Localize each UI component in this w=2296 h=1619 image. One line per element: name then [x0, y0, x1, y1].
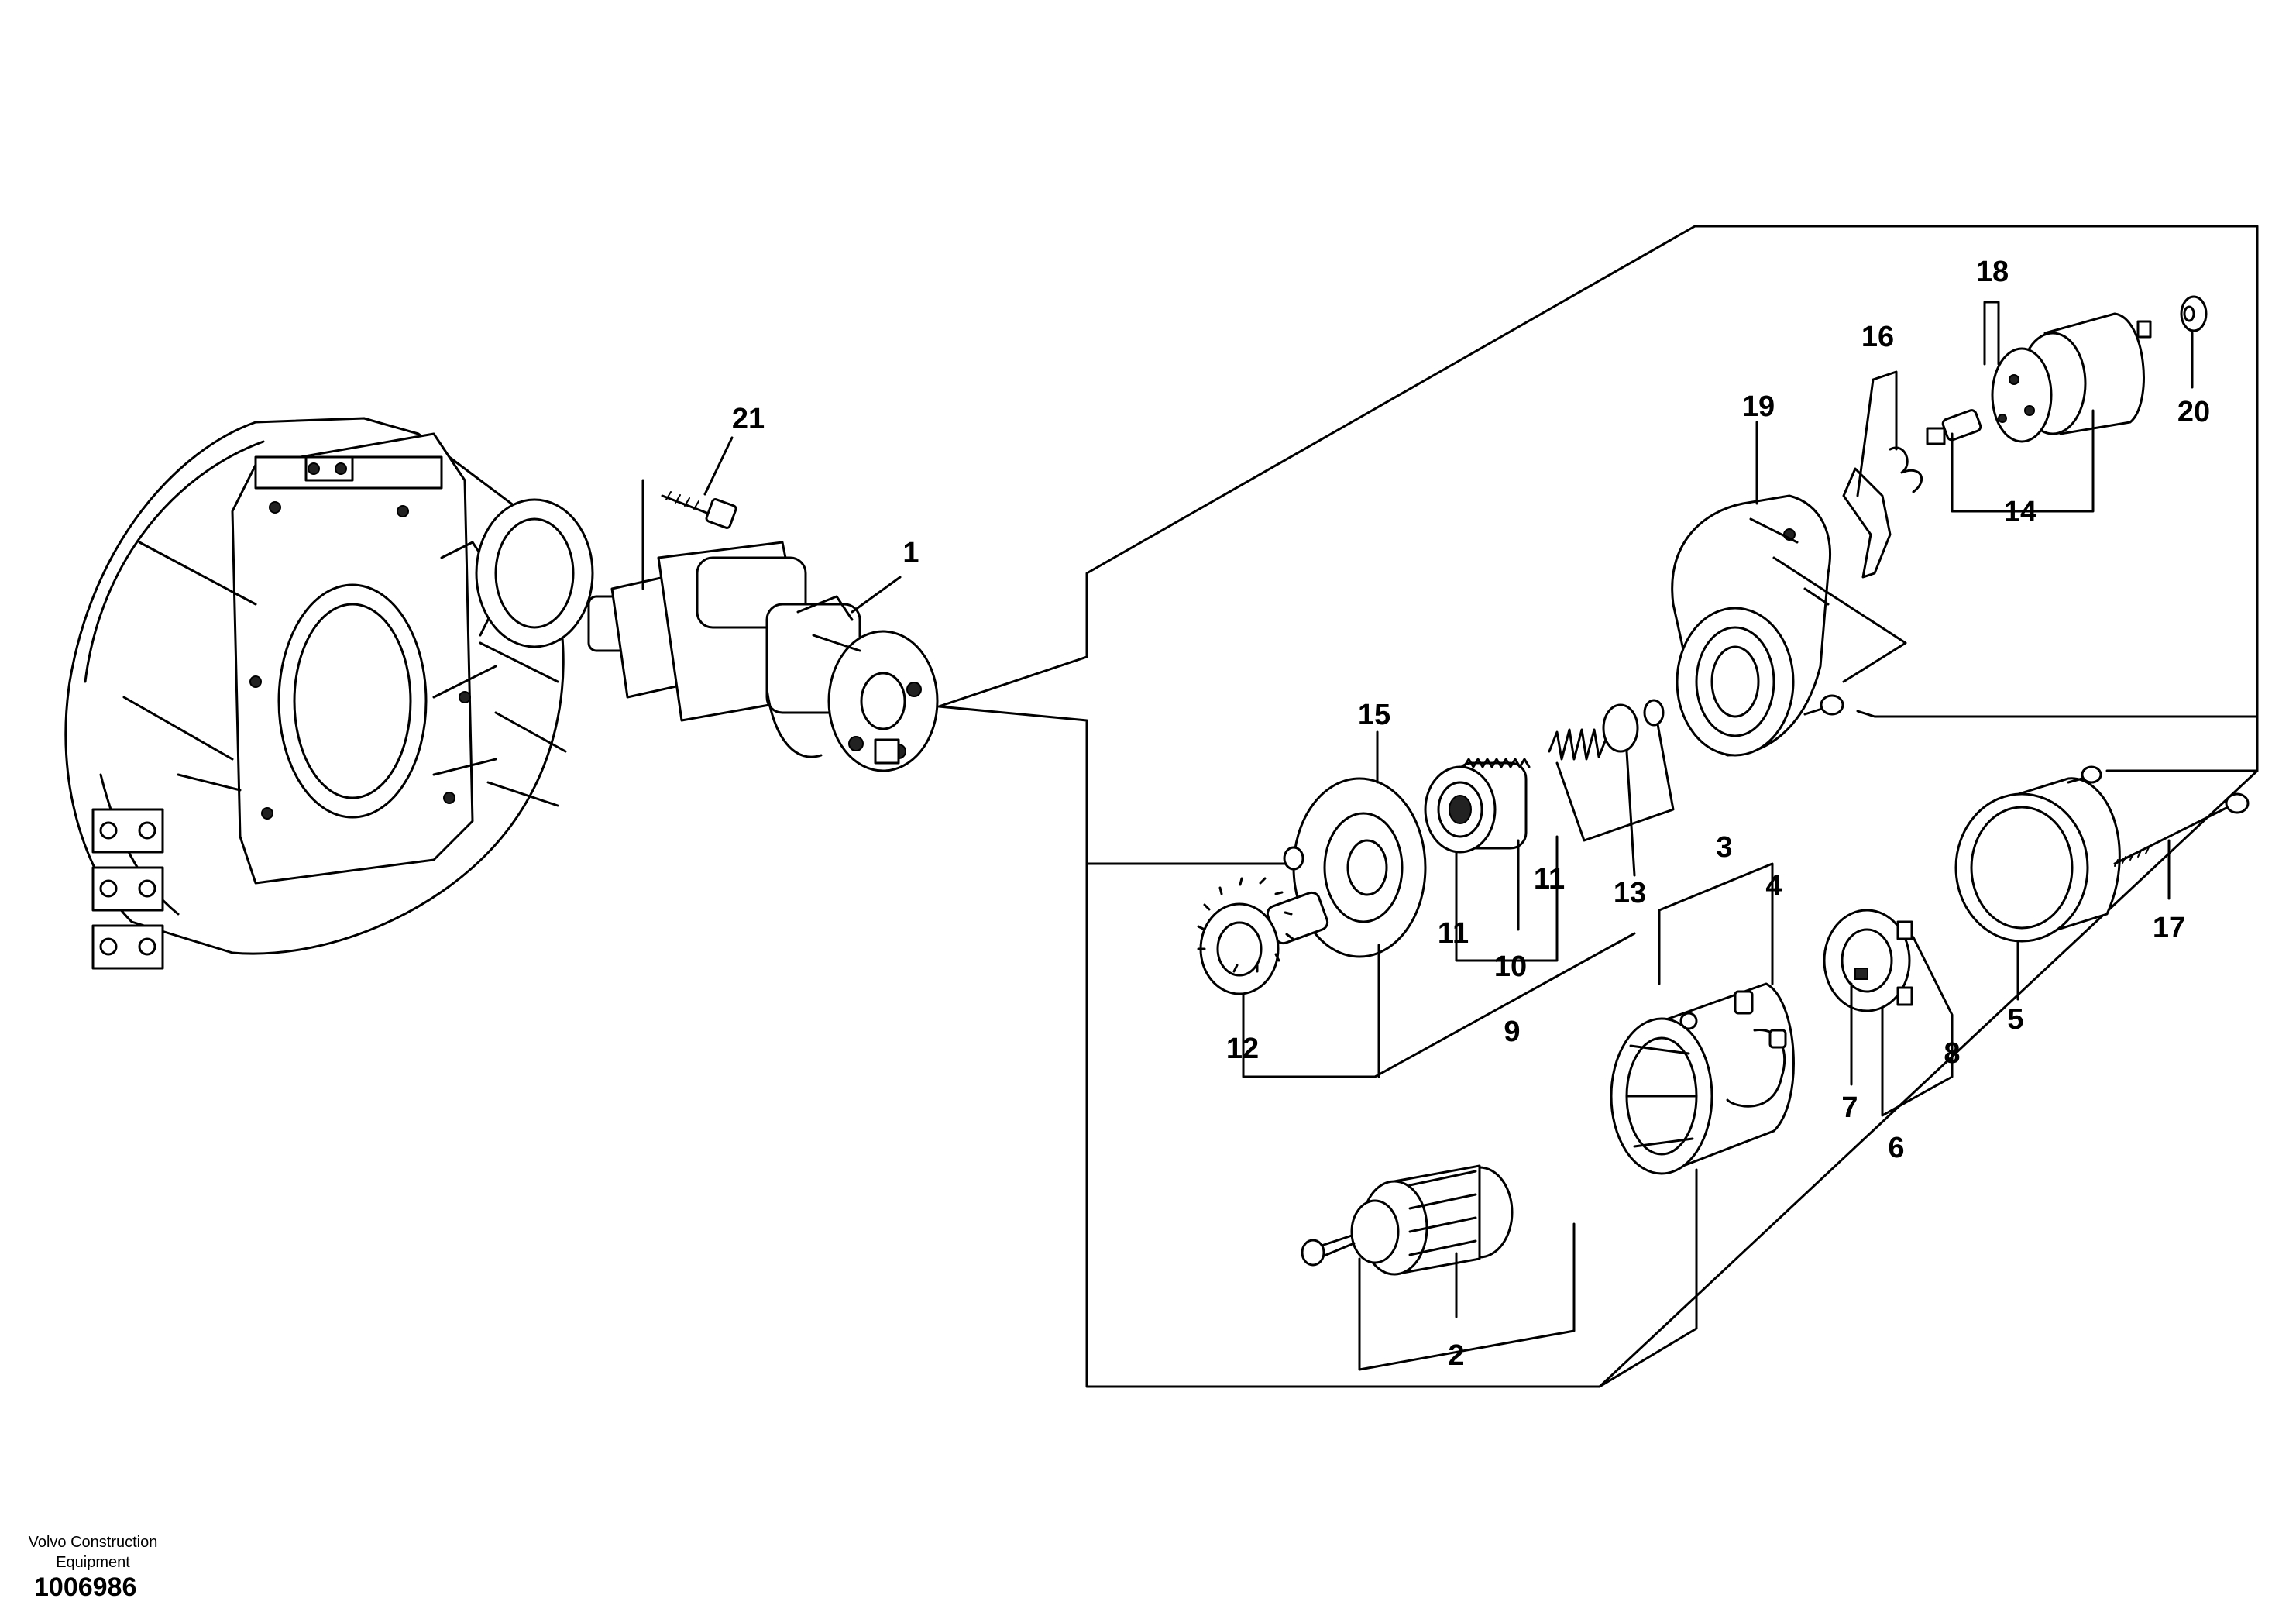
- callout-1: 1: [902, 537, 919, 569]
- callout-15: 15: [1358, 699, 1390, 731]
- brush-holder-6: [1823, 909, 1913, 1012]
- callout-5: 5: [2007, 1003, 2023, 1036]
- callout-3: 3: [1716, 831, 1732, 864]
- callout-10: 10: [1494, 950, 1527, 983]
- leader-1: [851, 576, 902, 614]
- company-name-line1: Volvo Construction: [28, 1534, 158, 1551]
- callout-20: 20: [2177, 396, 2210, 428]
- bolt-21: [661, 491, 737, 529]
- pinion-clutch-10: [1424, 758, 1531, 854]
- callout-9: 9: [1504, 1016, 1520, 1048]
- shift-lever-16: [1842, 446, 1923, 579]
- company-name: Volvo Construction Equipment: [8, 1532, 178, 1573]
- callout-12: 12: [1226, 1033, 1259, 1065]
- detail-view-frame: [937, 225, 2259, 1388]
- callout-18: 18: [1976, 256, 2009, 288]
- plate-15: [1283, 777, 1427, 958]
- callout-21: 21: [732, 403, 765, 435]
- yoke-3: [1610, 982, 1795, 1175]
- drive-housing-19: [1671, 494, 1832, 757]
- solenoid-switch-14: [1926, 312, 2152, 445]
- starter-motor-assembly: [587, 541, 939, 772]
- spring-13: [1548, 699, 1665, 761]
- callout-11-left: 11: [1438, 917, 1469, 950]
- callout-numbers: 1 21 18 16 20 19 14 15 11 13 11 10 9 12 …: [732, 256, 2210, 1372]
- leader-lines: [1085, 301, 2259, 1388]
- callout-4: 4: [1765, 870, 1782, 902]
- company-name-line2: Equipment: [56, 1554, 130, 1571]
- through-bolts-17: [2067, 765, 2250, 867]
- document-number: 1006986: [34, 1573, 137, 1602]
- flywheel-housing: [64, 417, 594, 970]
- callout-17: 17: [2153, 912, 2185, 944]
- armature-2: [1301, 1164, 1514, 1276]
- callout-16: 16: [1861, 321, 1894, 353]
- callout-13: 13: [1614, 877, 1646, 909]
- gear-shaft-12: [1197, 877, 1329, 995]
- bolt-small: [1803, 694, 1844, 716]
- callout-2: 2: [1448, 1339, 1464, 1372]
- callout-14: 14: [2004, 496, 2036, 528]
- callout-11-right: 11: [1534, 863, 1565, 895]
- callout-8: 8: [1944, 1037, 1960, 1070]
- cap-20: [2180, 295, 2208, 332]
- callout-7: 7: [1841, 1091, 1858, 1124]
- callout-19: 19: [1742, 390, 1775, 423]
- end-cover-5: [1954, 777, 2121, 943]
- leader-21: [703, 436, 734, 496]
- callout-6: 6: [1888, 1132, 1904, 1164]
